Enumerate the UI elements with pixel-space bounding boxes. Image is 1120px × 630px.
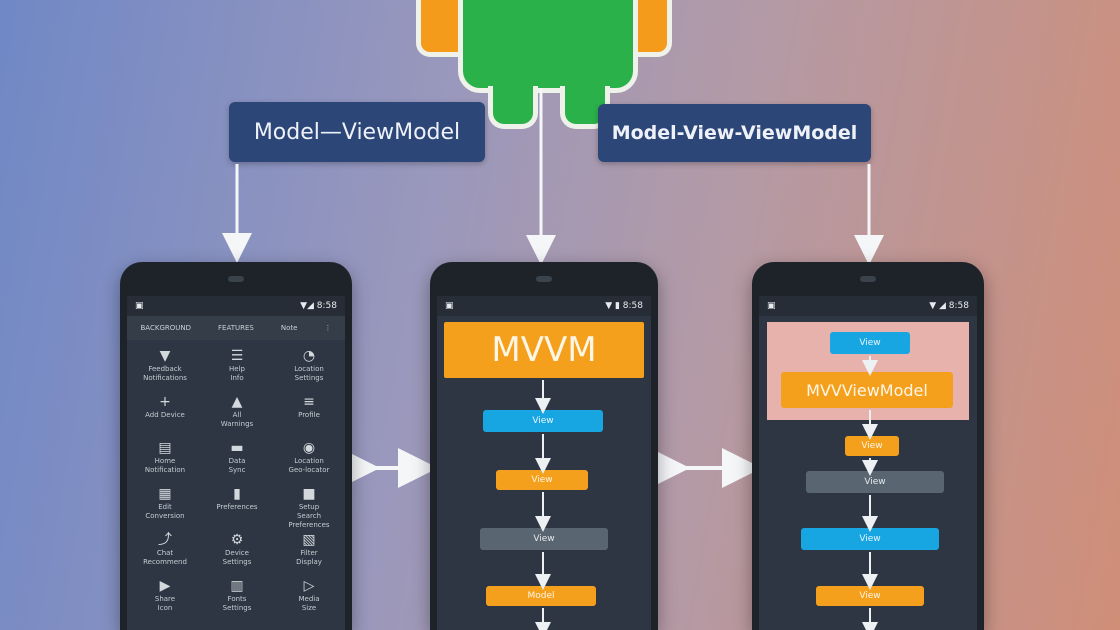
- view-box-1: View: [845, 436, 899, 456]
- notification-icon: ▣: [445, 301, 454, 311]
- speaker: [860, 276, 876, 282]
- grid-item-label: Location Settings: [294, 365, 324, 382]
- view-box-2: View: [806, 471, 944, 493]
- mvvm-title-box: MVVM: [444, 322, 644, 378]
- phone-middle: ▣ ▼ ▮ 8:58 MVVM View View View Model: [430, 262, 658, 630]
- menu-icon: ≡: [303, 394, 315, 410]
- grid-item-label: Data Sync: [228, 457, 246, 474]
- viewmodel-box: MVVViewModel: [781, 372, 953, 408]
- folder-icon: ▬: [230, 440, 244, 456]
- grid-item[interactable]: ▼Feedback Notifications: [129, 348, 201, 383]
- grid-item[interactable]: ▲All Warnings: [201, 394, 273, 429]
- grid-item-label: Profile: [298, 411, 320, 419]
- grid-item[interactable]: ◉Location Geo-locator: [273, 440, 345, 475]
- speaker: [228, 276, 244, 282]
- status-bar: ▣ ▼ ▮ 8:58: [437, 296, 651, 316]
- pointer-icon: ▶: [159, 578, 171, 594]
- location-icon: ◔: [302, 348, 316, 364]
- grid-item[interactable]: ◔Location Settings: [273, 348, 345, 383]
- view-box-3: View: [801, 528, 939, 550]
- grid-item-label: Preferences: [216, 503, 258, 511]
- card-icon: ▥: [230, 578, 244, 594]
- screen-right: ▣ ▼ ◢ 8:58 View MVVViewModel View View V…: [759, 296, 977, 630]
- grid-item[interactable]: +Add Device: [129, 394, 201, 420]
- overflow-menu-icon[interactable]: ⋮: [324, 324, 332, 332]
- grid-item-label: Share Icon: [154, 595, 176, 612]
- model-box: Model: [486, 586, 596, 606]
- phone-left: ▣ ▼◢ 8:58 BACKGROUND FEATURES Note ⋮ ▼Fe…: [120, 262, 352, 630]
- phone-right: ▣ ▼ ◢ 8:58 View MVVViewModel View View V…: [752, 262, 984, 630]
- share-icon: ⤴: [158, 532, 172, 548]
- grid-item-label: Media Size: [298, 595, 320, 612]
- view-box-2: View: [496, 470, 588, 490]
- phone-icon: ▮: [233, 486, 241, 502]
- grid-item[interactable]: ▶Share Icon: [129, 578, 201, 613]
- grid-item-label: Setup Search Preferences: [288, 503, 330, 529]
- grid-item-label: Add Device: [145, 411, 185, 419]
- grid-item[interactable]: ■Setup Search Preferences: [273, 486, 345, 530]
- grid-item[interactable]: ▥Fonts Settings: [201, 578, 273, 613]
- grid-item-label: Device Settings: [222, 549, 252, 566]
- screen-left: ▣ ▼◢ 8:58 BACKGROUND FEATURES Note ⋮ ▼Fe…: [127, 296, 345, 630]
- grid-item-label: Edit Conversion: [145, 503, 185, 520]
- page-icon: ■: [302, 486, 316, 502]
- grid-item[interactable]: ▦Edit Conversion: [129, 486, 201, 521]
- warning-icon: ▲: [231, 394, 243, 410]
- filter-icon: ▼: [159, 348, 171, 364]
- pin-icon: ◉: [302, 440, 316, 456]
- view-header-box: View: [830, 332, 910, 354]
- screen-middle: ▣ ▼ ▮ 8:58 MVVM View View View Model: [437, 296, 651, 630]
- grid-item-label: Help Info: [229, 365, 245, 382]
- flow-arrows: [862, 356, 878, 630]
- list-icon: ☰: [230, 348, 244, 364]
- speaker: [536, 276, 552, 282]
- status-indicators: ▼◢ 8:58: [300, 301, 337, 311]
- grid-item[interactable]: ▧Filter Display: [273, 532, 345, 567]
- notification-icon: ▣: [767, 301, 776, 311]
- status-indicators: ▼ ▮ 8:58: [605, 301, 643, 311]
- grid-item[interactable]: ≡Profile: [273, 394, 345, 420]
- plus-icon: +: [159, 394, 171, 410]
- grid-item-label: Filter Display: [296, 549, 322, 566]
- grid-item[interactable]: ▬Data Sync: [201, 440, 273, 475]
- label-model-view-viewmodel: Model-View-ViewModel: [598, 104, 871, 162]
- grid-item-label: Home Notification: [144, 457, 186, 474]
- tab-bar: BACKGROUND FEATURES Note ⋮: [127, 316, 345, 340]
- grid-item[interactable]: ☰Help Info: [201, 348, 273, 383]
- clip-icon: ▧: [302, 532, 316, 548]
- status-bar: ▣ ▼ ◢ 8:58: [759, 296, 977, 316]
- view-box-1: View: [483, 410, 603, 432]
- grid-item-label: Chat Recommend: [143, 549, 187, 566]
- grid-item[interactable]: ⚙Device Settings: [201, 532, 273, 567]
- grid-item-label: All Warnings: [220, 411, 254, 428]
- label-model-viewmodel: Model—ViewModel: [229, 102, 485, 162]
- play-icon: ▷: [303, 578, 315, 594]
- document-icon: ▦: [158, 486, 172, 502]
- grid-item-label: Location Geo-locator: [288, 457, 330, 474]
- android-mascot: [458, 0, 638, 93]
- grid-item-label: Feedback Notifications: [143, 365, 187, 382]
- tab-features[interactable]: FEATURES: [218, 324, 254, 332]
- view-box-3: View: [480, 528, 608, 550]
- notification-icon: ▣: [135, 301, 144, 311]
- flow-arrows: [535, 380, 551, 630]
- tab-note[interactable]: Note: [280, 324, 298, 332]
- file-icon: ▤: [158, 440, 172, 456]
- tab-background[interactable]: BACKGROUND: [140, 324, 192, 332]
- status-indicators: ▼ ◢ 8:58: [929, 301, 969, 311]
- gear-icon: ⚙: [230, 532, 244, 548]
- grid-item-label: Fonts Settings: [222, 595, 252, 612]
- status-bar: ▣ ▼◢ 8:58: [127, 296, 345, 316]
- mascot-left-leg: [488, 86, 538, 129]
- grid-item[interactable]: ⤴Chat Recommend: [129, 532, 201, 567]
- grid-item[interactable]: ▤Home Notification: [129, 440, 201, 475]
- grid-item[interactable]: ▷Media Size: [273, 578, 345, 613]
- grid-item[interactable]: ▮Preferences: [201, 486, 273, 512]
- view-box-4: View: [816, 586, 924, 606]
